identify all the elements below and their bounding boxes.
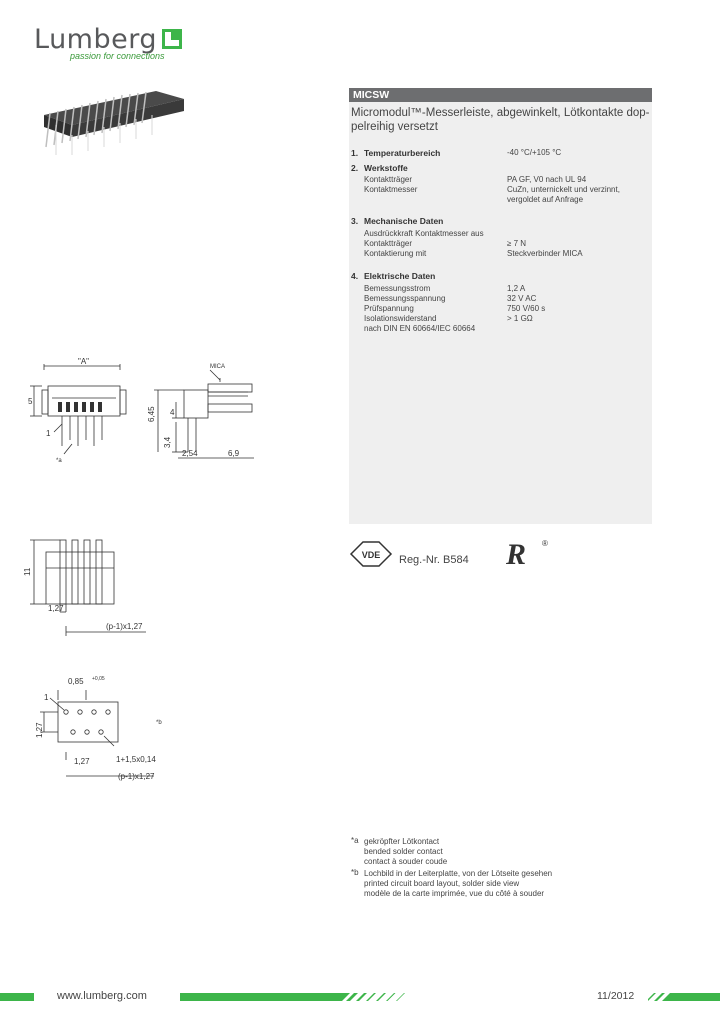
spec-value: CuZn, unternickelt und verzinnt, xyxy=(507,185,620,194)
section-title: Werkstoffe xyxy=(364,163,408,173)
dim-label-3-4: 3,4 xyxy=(163,436,172,448)
dim-label-1: 1 xyxy=(46,429,51,438)
spec-label: Prüfspannung xyxy=(364,304,414,313)
dim-label-1-27-horizontal: 1,27 xyxy=(74,757,90,766)
spec-label: Bemessungsspannung xyxy=(364,294,446,303)
footnote-line: contact à souder coude xyxy=(364,857,448,866)
footnote-mark: *a xyxy=(351,836,359,845)
dim-label-a-symbol: *a xyxy=(56,458,62,464)
footnote-line: bended solder contact xyxy=(364,847,443,856)
footer-bar-middle xyxy=(180,993,340,1001)
dim-label-hole-pitch: (p-1)x1,27 xyxy=(118,772,155,781)
dim-label-4: 4 xyxy=(170,408,175,417)
section-number: 4. xyxy=(351,271,359,281)
footer-bar-left xyxy=(0,993,34,1001)
dim-label-pitch: (p-1)x1,27 xyxy=(106,622,143,631)
section-number: 3. xyxy=(351,216,359,226)
footnote-line: gekröpfter Lötkontact xyxy=(364,837,440,846)
spec-value: Steckverbinder MICA xyxy=(507,249,583,258)
spec-label: Kontaktträger xyxy=(364,175,413,184)
product-code: MICSW xyxy=(349,88,652,102)
issue-date: 11/2012 xyxy=(597,990,635,1002)
section-title: Elektrische Daten xyxy=(364,271,436,281)
spec-value: ≥ 7 N xyxy=(507,239,527,248)
section-number: 1. xyxy=(351,148,359,158)
spec-value: 32 V AC xyxy=(507,294,537,303)
dim-label-a: "A" xyxy=(78,358,89,366)
product-description-line2: pelreihig versetzt xyxy=(351,121,438,133)
spec-panel xyxy=(349,88,652,524)
registration-number: Reg.-Nr. B584 xyxy=(399,554,469,566)
front-view-drawing: "A" 5 1 *a xyxy=(28,358,127,464)
spec-value: PA GF, V0 nach UL 94 xyxy=(507,175,587,184)
spec-value: > 1 GΩ xyxy=(507,314,533,323)
footnote-line: modèle de la carte imprimée, vue du côté… xyxy=(364,889,545,898)
spec-label: Kontaktierung mit xyxy=(364,249,427,258)
website-link[interactable]: www.lumberg.com xyxy=(57,990,147,1002)
dim-label-2-54: 2,54 xyxy=(182,449,198,458)
product-photo xyxy=(44,91,184,155)
spec-value: -40 °C/+105 °C xyxy=(507,148,562,157)
vde-mark-text: VDE xyxy=(362,550,381,560)
spec-label: Isolationswiderstand xyxy=(364,314,437,323)
spec-label: nach DIN EN 60664/IEC 60664 xyxy=(364,324,476,333)
footnote-line: Lochbild in der Leiterplatte, von der Lö… xyxy=(364,869,553,878)
section-title: Temperaturbereich xyxy=(364,148,441,158)
ul-registered-text: ® xyxy=(542,539,548,548)
dim-label-tolerance: +0,05 xyxy=(92,676,105,682)
top-view-drawing: 11 1,27 (p-1)x1,27 xyxy=(23,539,146,636)
footer-stripes xyxy=(340,993,405,1001)
product-description-line1: Micromodul™-Messerleiste, abgewinkelt, L… xyxy=(351,107,650,119)
spec-label: Kontaktmesser xyxy=(364,185,418,194)
brand-logo: Lumberg xyxy=(34,24,157,55)
spec-label: Bemessungsstrom xyxy=(364,284,431,293)
vde-mark-icon: VDE xyxy=(349,541,393,567)
brand-mark-icon xyxy=(162,29,182,49)
spec-label: Ausdrückkraft Kontaktmesser aus xyxy=(364,229,484,238)
side-view-drawing: 6,45 4 3,4 2,54 6,9 MICA xyxy=(148,364,254,459)
dim-label-6-9: 6,9 xyxy=(228,449,240,458)
ul-mark-text: R xyxy=(505,538,526,570)
spec-value: 750 V/60 s xyxy=(507,304,546,313)
spec-label: Kontaktträger xyxy=(364,239,413,248)
section-number: 2. xyxy=(351,163,359,173)
section-title: Mechanische Daten xyxy=(364,216,444,226)
footer-bar-right xyxy=(648,993,720,1001)
ul-mark-icon: R ® xyxy=(505,538,548,570)
dim-label-hole: 1+1,5x0,14 xyxy=(116,755,156,764)
pcb-layout-drawing: 0,85 +0,05 1 1,27 1,27 1+1,5x0,14 (p-1)x… xyxy=(35,676,162,781)
brand-tagline: passion for connections xyxy=(70,51,165,61)
dim-label-b-symbol: *b xyxy=(156,720,162,726)
spec-value: vergoldet auf Anfrage xyxy=(507,195,584,204)
dim-label-mica: MICA xyxy=(210,364,225,370)
dim-label-1-27-vertical: 1,27 xyxy=(35,722,44,738)
dim-label-11: 11 xyxy=(23,567,32,576)
footnote-line: printed circuit board layout, solder sid… xyxy=(364,879,520,888)
dim-label-1-pcb: 1 xyxy=(44,693,49,702)
spec-value: 1,2 A xyxy=(507,284,526,293)
dim-label-1-27: 1,27 xyxy=(48,604,64,613)
footnote-mark: *b xyxy=(351,868,359,877)
dim-label-0-85: 0,85 xyxy=(68,677,84,686)
dim-label-5: 5 xyxy=(28,397,33,406)
dim-label-6-45: 6,45 xyxy=(148,406,156,422)
